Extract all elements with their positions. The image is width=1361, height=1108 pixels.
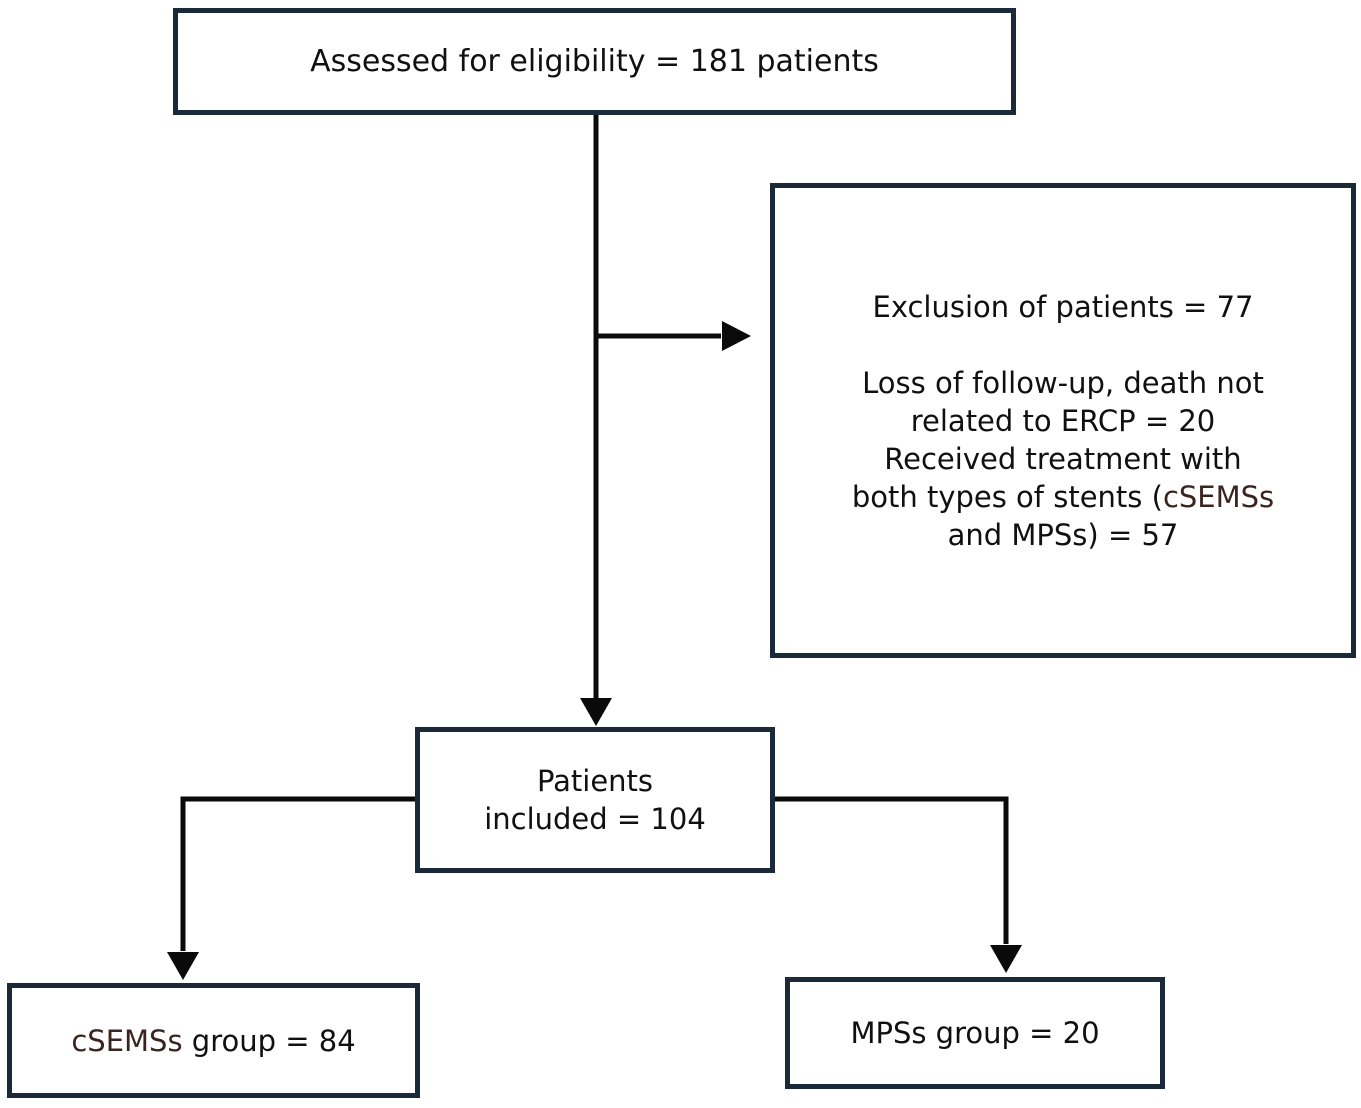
arrowhead-down-icon bbox=[580, 698, 612, 726]
patients-included-line2: included = 104 bbox=[484, 802, 706, 836]
exclusion-detail-line: Received treatment with bbox=[884, 441, 1242, 476]
left-branch-arrow-line bbox=[180, 796, 415, 951]
arrowhead-right-icon bbox=[722, 321, 751, 351]
csemss-group-rest: group = 84 bbox=[182, 1023, 356, 1058]
exclusion-detail-line: related to ERCP = 20 bbox=[910, 403, 1216, 438]
right-branch-arrow-line bbox=[775, 796, 1009, 944]
exclusion-detail-line: Loss of follow-up, death not bbox=[862, 365, 1264, 400]
csemss-group-accent: cSEMSs bbox=[71, 1023, 183, 1058]
arrowhead-down-icon bbox=[990, 945, 1022, 973]
exclusion-box: Exclusion of patients = 77 Loss of follo… bbox=[770, 183, 1356, 658]
patients-included-line1: Patients bbox=[536, 764, 654, 798]
patients-included-box: Patients included = 104 bbox=[415, 727, 775, 873]
exclusion-stents-line: both types of stents (cSEMSs bbox=[852, 478, 1274, 516]
csemss-group-box: cSEMSs group = 84 bbox=[7, 983, 420, 1098]
assessed-eligibility-box: Assessed for eligibility = 181 patients bbox=[173, 8, 1016, 115]
exclusion-stents-accent: cSEMSs bbox=[1162, 479, 1275, 514]
exclusion-stents-prefix: both types of stents ( bbox=[851, 479, 1163, 514]
exclusion-stents-last-line: and MPSs) = 57 bbox=[947, 517, 1179, 552]
mpss-group-box: MPSs group = 20 bbox=[785, 977, 1165, 1089]
exclusion-heading: Exclusion of patients = 77 bbox=[872, 289, 1254, 324]
arrowhead-down-icon bbox=[167, 952, 199, 980]
csemss-group-text: cSEMSs group = 84 bbox=[71, 1022, 355, 1060]
assessed-eligibility-text: Assessed for eligibility = 181 patients bbox=[310, 43, 879, 79]
mpss-group-text: MPSs group = 20 bbox=[850, 1016, 1100, 1050]
